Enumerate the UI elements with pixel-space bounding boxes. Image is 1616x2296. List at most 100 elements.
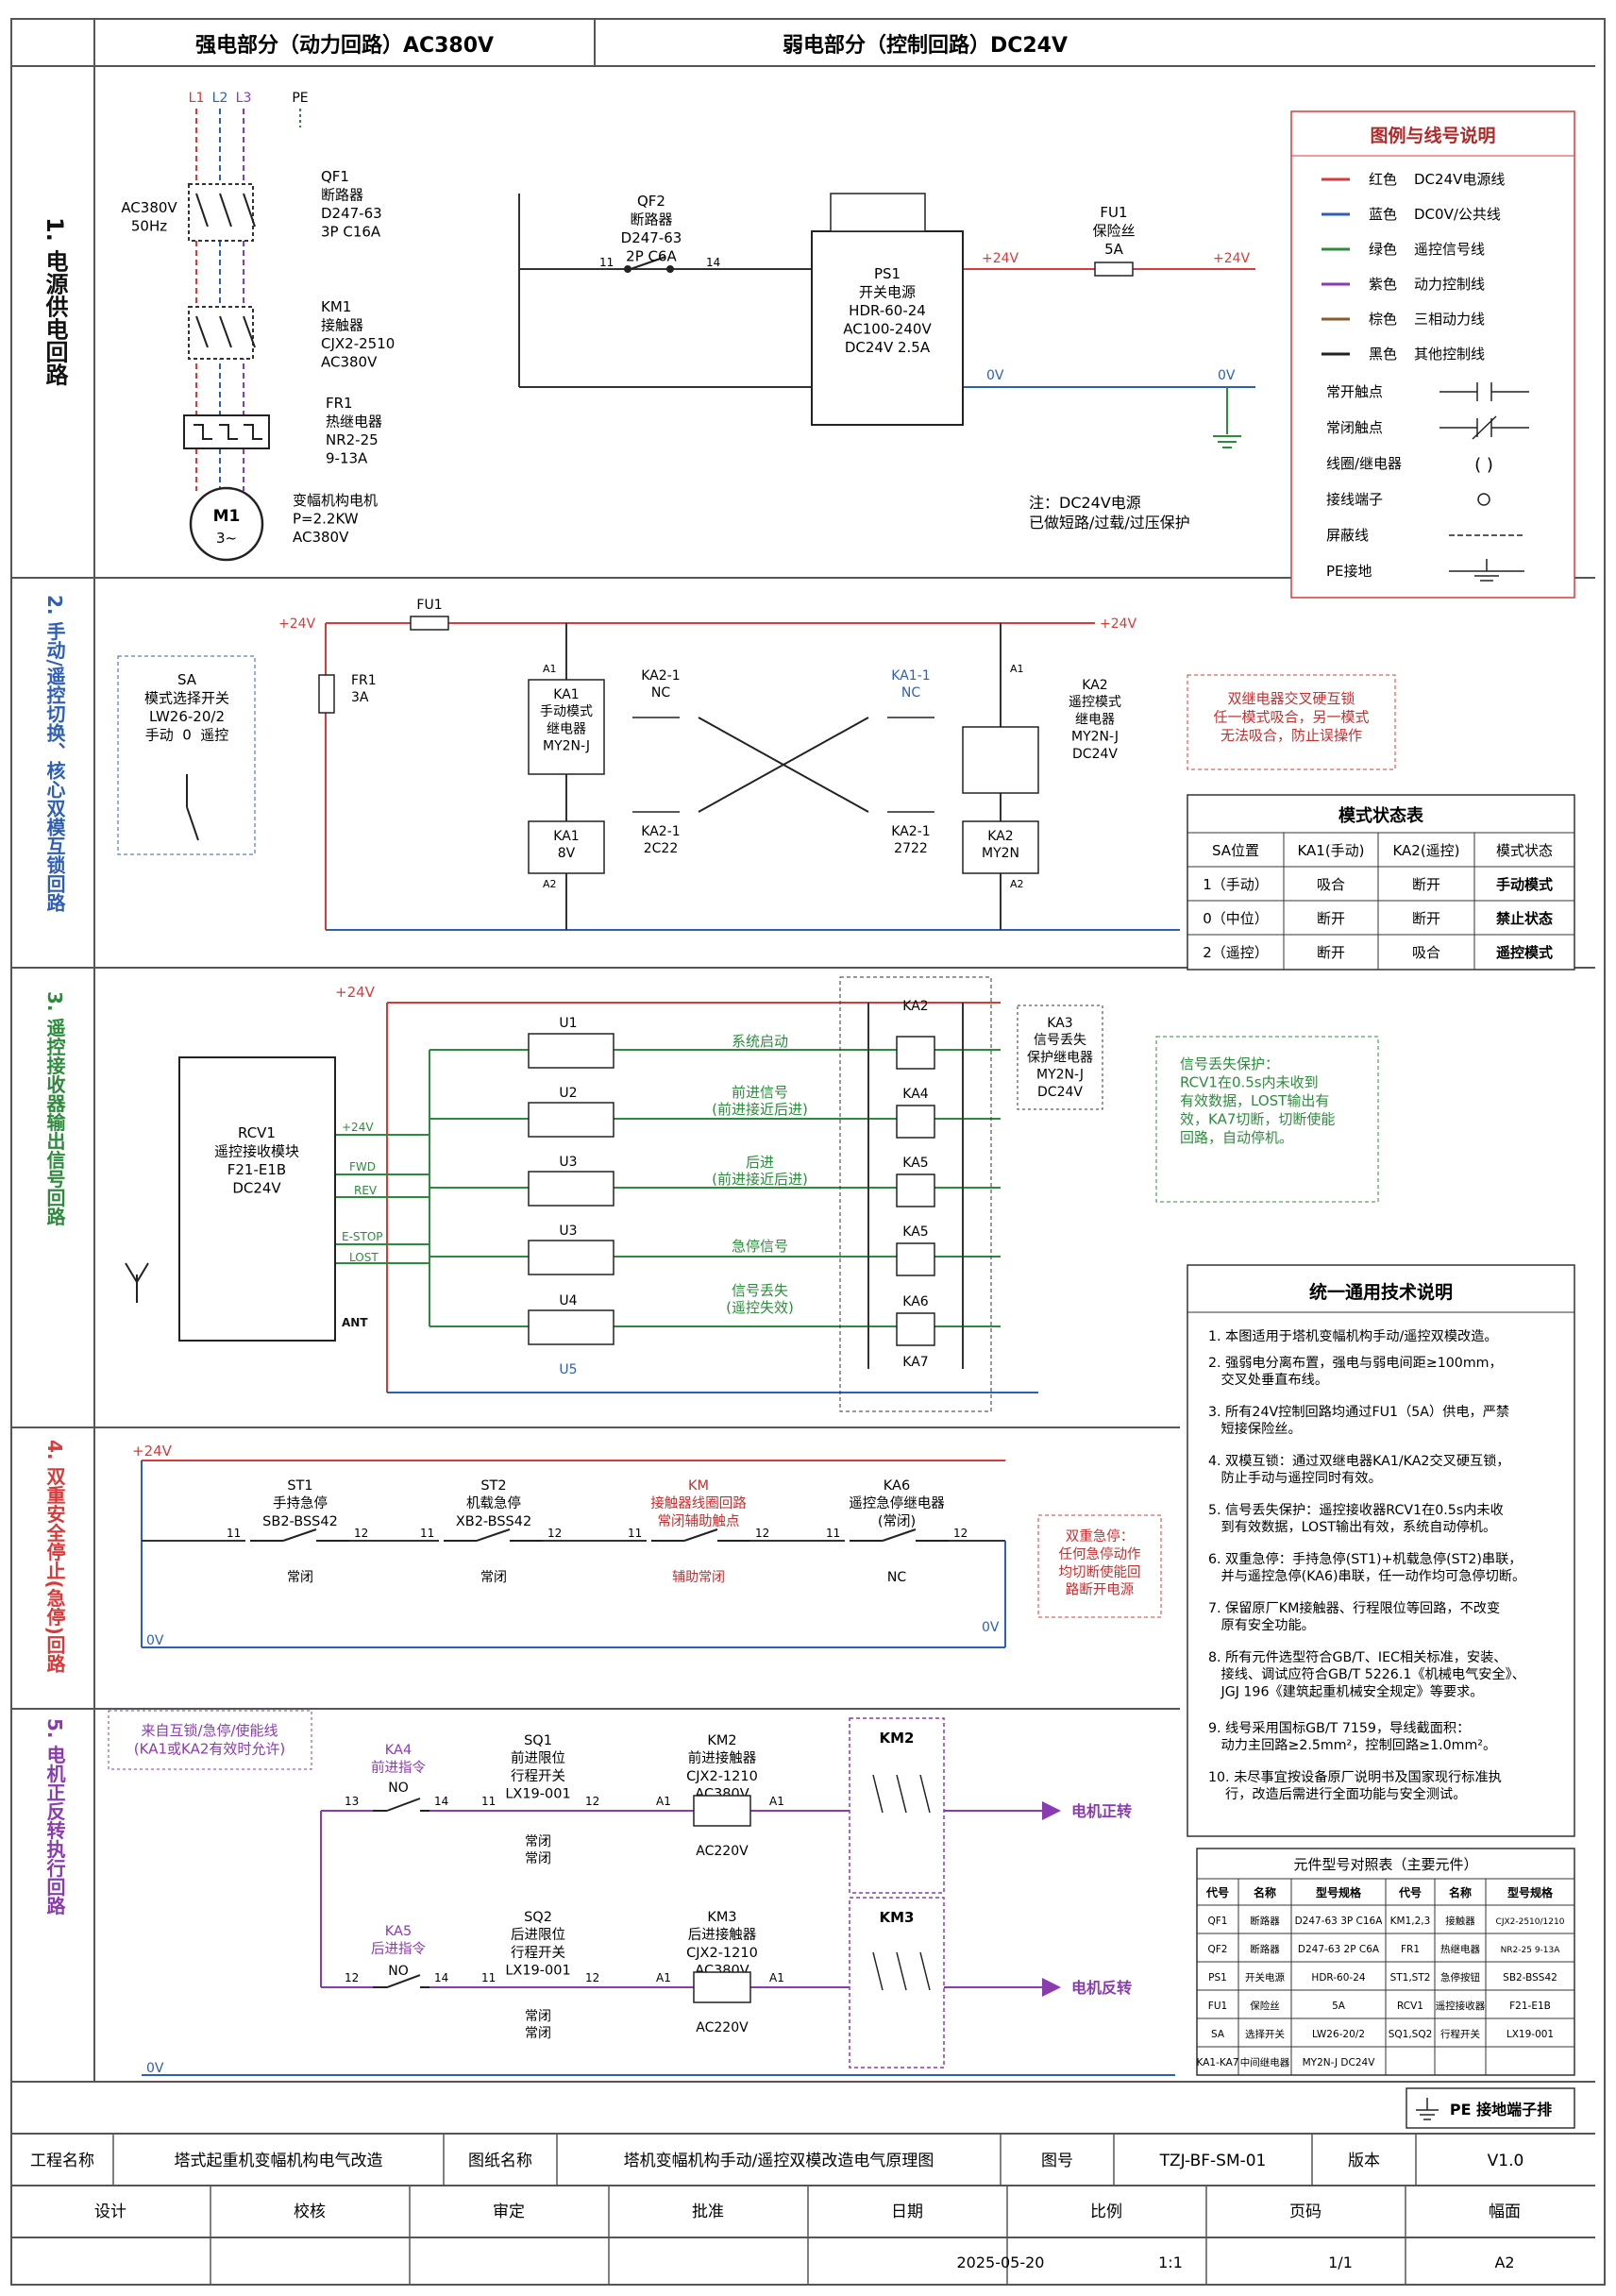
- svg-text:FU1: FU1: [1208, 2001, 1227, 2012]
- svg-text:12: 12: [345, 1971, 359, 1984]
- svg-text:FR1: FR1: [1401, 1944, 1420, 1955]
- sa-box: [117, 655, 256, 855]
- table-row: 1（手动）吸合 断开手动模式: [1203, 876, 1553, 893]
- reverse-arrow-label: 电机反转: [1071, 1979, 1132, 1997]
- fu1-fuse: [410, 616, 449, 631]
- svg-text:KA1-KA7: KA1-KA7: [1197, 2057, 1239, 2068]
- svg-text:KM1,2,3: KM1,2,3: [1390, 1916, 1431, 1927]
- svg-text:选择开关: 选择开关: [1245, 2028, 1285, 2040]
- svg-text:RCV1: RCV1: [1397, 2001, 1423, 2012]
- svg-text:断开: 断开: [1412, 876, 1440, 893]
- svg-text:A2: A2: [1494, 2254, 1514, 2271]
- qf2-terminal-2: 14: [706, 256, 720, 269]
- svg-text:SB2-BSS42: SB2-BSS42: [1503, 1972, 1557, 1984]
- svg-text:断路器: 断路器: [1250, 1915, 1280, 1927]
- ka2-a2: A2: [1010, 878, 1024, 890]
- svg-text:U1: U1: [559, 1016, 577, 1031]
- svg-text:5A: 5A: [1332, 2001, 1346, 2012]
- svg-text:3. 所有24V控制回路均通过FU1（5A）供电，严禁: 3. 所有24V控制回路均通过FU1（5A）供电，严禁 短接保险丝。: [1208, 1405, 1509, 1437]
- svg-text:11: 11: [481, 1971, 496, 1984]
- svg-text:ANT: ANT: [342, 1316, 368, 1329]
- tb-project-value: 塔式起重机变幅机构电气改造: [175, 2152, 383, 2170]
- section-label-4: 4. 双重安全停止(急停)回路: [43, 1440, 66, 1673]
- tb-version-label: 版本: [1348, 2152, 1380, 2170]
- legend-wire-4: 紫色动力控制线: [1321, 276, 1485, 293]
- pe-bar-label: PE 接地端子排: [1450, 2101, 1552, 2119]
- svg-text:红色: 红色: [1369, 171, 1397, 188]
- ka1-a2: A2: [543, 878, 557, 890]
- ka5-no: NO: [388, 1964, 409, 1979]
- svg-text:常闭: 常闭: [480, 1570, 507, 1585]
- qf2-terminal-1: 11: [599, 256, 614, 269]
- svg-text:4. 双模互锁：通过双继电器KA1/KA2交叉硬互锁，: 4. 双模互锁：通过双继电器KA1/KA2交叉硬互锁， 防止手动与遥控同时有效。: [1208, 1453, 1510, 1486]
- opto-bottom-label: U5: [559, 1362, 577, 1377]
- control-section-title: 弱电部分（控制回路）DC24V: [783, 33, 1068, 58]
- svg-text:常开触点: 常开触点: [1326, 383, 1383, 400]
- km3-coil: [693, 1971, 751, 2003]
- ka3-relay: [1017, 1004, 1103, 1110]
- svg-text:信号丢失(遥控失效): 信号丢失(遥控失效): [726, 1282, 794, 1316]
- svg-text:11: 11: [227, 1527, 241, 1540]
- table-row: 0（中位）断开 断开禁止状态: [1203, 910, 1553, 927]
- estop-zero-right: 0V: [982, 1620, 1000, 1635]
- ka2-a1: A1: [1010, 663, 1024, 675]
- svg-text:12: 12: [585, 1971, 599, 1984]
- svg-text:KA2(遥控): KA2(遥控): [1392, 842, 1459, 859]
- forward-arrow-label: 电机正转: [1071, 1802, 1132, 1820]
- svg-text:A1: A1: [769, 1971, 784, 1984]
- svg-text:遥控模式: 遥控模式: [1496, 944, 1553, 961]
- fr1-thermal-relay: [318, 674, 335, 714]
- legend-wire-1: 红色 DC24V电源线: [1321, 171, 1505, 188]
- tb-role-labels: 设计校核 审定批准 日期比例 页码幅面: [94, 2203, 1521, 2221]
- sq1-nc: 常闭常闭: [525, 1834, 551, 1866]
- ground-icon: [1416, 2098, 1439, 2120]
- svg-text:U2: U2: [559, 1086, 577, 1101]
- km2-coil: [693, 1795, 751, 1827]
- parts-header: 代号名称 型号规格代号 名称型号规格: [1205, 1885, 1554, 1899]
- normally-closed-contact-icon: [632, 717, 934, 813]
- ps1-zero: 0V: [986, 368, 1004, 383]
- section-labels: 1. 电源供电回路 2. 手动/遥控切换、核心双模互锁回路 3. 遥控接收器输出…: [42, 217, 69, 1916]
- svg-text:紫色: 紫色: [1369, 276, 1397, 293]
- svg-text:遥控接收器: 遥控接收器: [1436, 2000, 1486, 2012]
- km3-contactor-label: KM3: [880, 1909, 915, 1926]
- interlock-plus24-left: +24V: [278, 616, 316, 632]
- svg-text:12: 12: [953, 1527, 968, 1540]
- svg-text:NC: NC: [887, 1570, 906, 1585]
- svg-text:校核: 校核: [294, 2203, 326, 2221]
- svg-text:DC24V电源线: DC24V电源线: [1414, 171, 1505, 188]
- svg-text:D247-63 2P C6A: D247-63 2P C6A: [1298, 1944, 1380, 1955]
- svg-text:QF2: QF2: [1208, 1944, 1228, 1955]
- normally-closed-contact-icon: [1439, 415, 1529, 440]
- parts-table-title: 元件型号对照表（主要元件）: [1293, 1856, 1477, 1873]
- fu1-fuse: [1094, 262, 1134, 277]
- normally-open-contact-icon: [373, 1798, 429, 1813]
- svg-text:NR2-25 9-13A: NR2-25 9-13A: [1501, 1946, 1561, 1955]
- svg-text:热继电器: 热继电器: [1440, 1943, 1480, 1955]
- svg-text:FWD: FWD: [349, 1160, 376, 1173]
- svg-text:2025-05-20: 2025-05-20: [957, 2254, 1045, 2271]
- svg-text:名称: 名称: [1449, 1885, 1472, 1899]
- svg-text:屏蔽线: 屏蔽线: [1326, 527, 1369, 544]
- km3-coil-voltage: AC220V: [696, 2020, 749, 2035]
- svg-text:接线端子: 接线端子: [1326, 491, 1383, 508]
- svg-text:黑色: 黑色: [1369, 346, 1397, 363]
